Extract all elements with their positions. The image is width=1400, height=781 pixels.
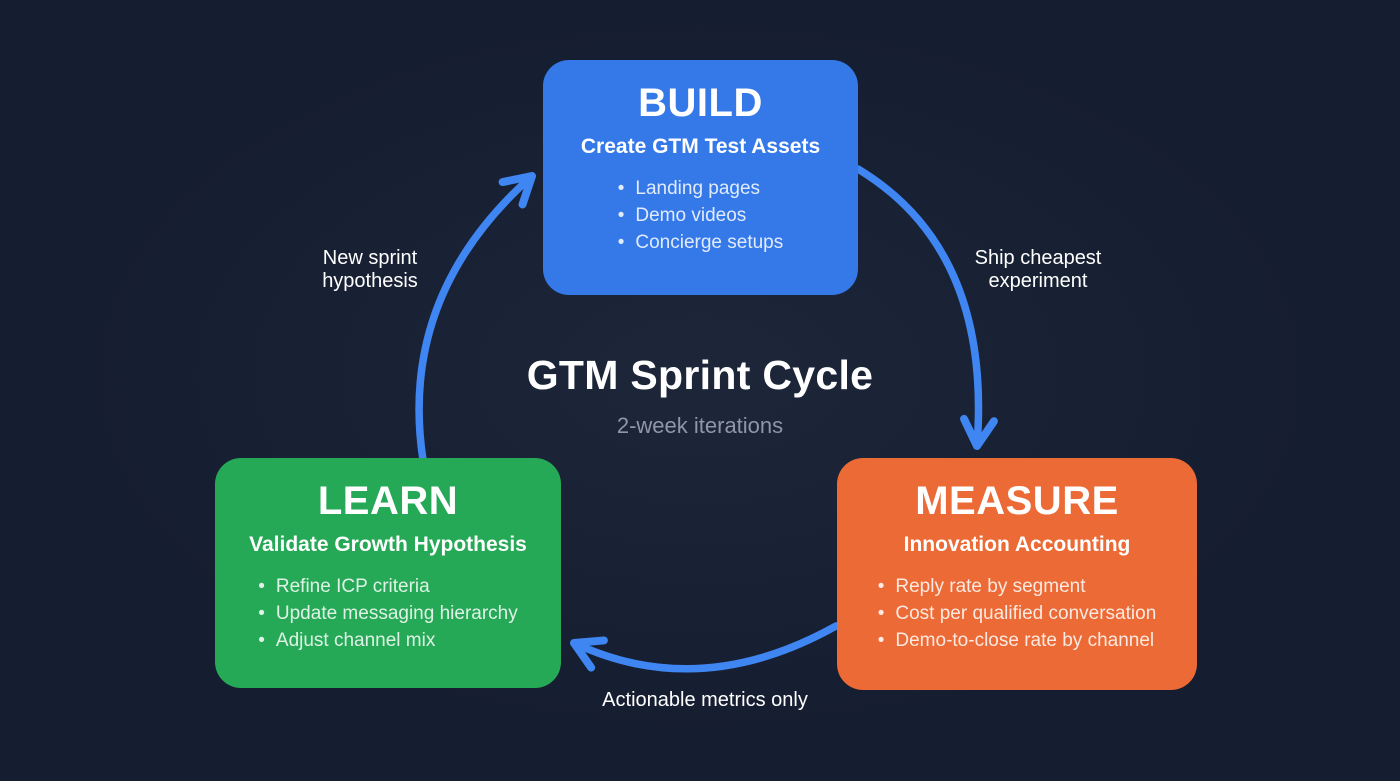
- measure-title: MEASURE: [915, 479, 1119, 523]
- build-bullet-list: Landing pages Demo videos Concierge setu…: [618, 175, 784, 256]
- bullet-item: Landing pages: [618, 175, 784, 202]
- build-box: BUILD Create GTM Test Assets Landing pag…: [543, 60, 858, 295]
- measure-bullet-list: Reply rate by segment Cost per qualified…: [878, 573, 1157, 654]
- label-actionable-metrics-only: Actionable metrics only: [602, 689, 808, 711]
- measure-subtitle: Innovation Accounting: [903, 533, 1131, 556]
- bullet-item: Refine ICP criteria: [258, 573, 518, 600]
- learn-box: LEARN Validate Growth Hypothesis Refine …: [215, 458, 561, 688]
- cycle-subtitle: 2-week iterations: [616, 412, 784, 438]
- build-subtitle: Create GTM Test Assets: [580, 135, 821, 158]
- arrow-measure-to-learn: [570, 622, 840, 673]
- label-new-sprint-hypothesis: New sprint hypothesis: [322, 247, 418, 292]
- cycle-title: GTM Sprint Cycle: [526, 352, 874, 398]
- bullet-item: Demo videos: [618, 202, 784, 229]
- cycle-heading: GTM Sprint Cycle 2-week iterations: [500, 350, 900, 439]
- bullet-item: Reply rate by segment: [878, 573, 1157, 600]
- learn-bullet-list: Refine ICP criteria Update messaging hie…: [258, 573, 518, 654]
- bullet-item: Concierge setups: [618, 229, 783, 256]
- learn-title: LEARN: [317, 479, 459, 523]
- learn-subtitle: Validate Growth Hypothesis: [249, 533, 527, 556]
- measure-box: MEASURE Innovation Accounting Reply rate…: [837, 458, 1197, 690]
- bullet-item: Update messaging hierarchy: [258, 600, 518, 627]
- arrow-build-to-measure: [854, 165, 998, 450]
- label-ship-cheapest-experiment: Ship cheapest experiment: [974, 247, 1102, 292]
- bullet-item: Demo-to-close rate by channel: [878, 627, 1157, 654]
- bullet-item: Adjust channel mix: [258, 627, 518, 654]
- arrow-learn-to-build: [415, 172, 536, 464]
- build-title: BUILD: [638, 81, 763, 125]
- bullet-item: Cost per qualified conversation: [878, 600, 1156, 627]
